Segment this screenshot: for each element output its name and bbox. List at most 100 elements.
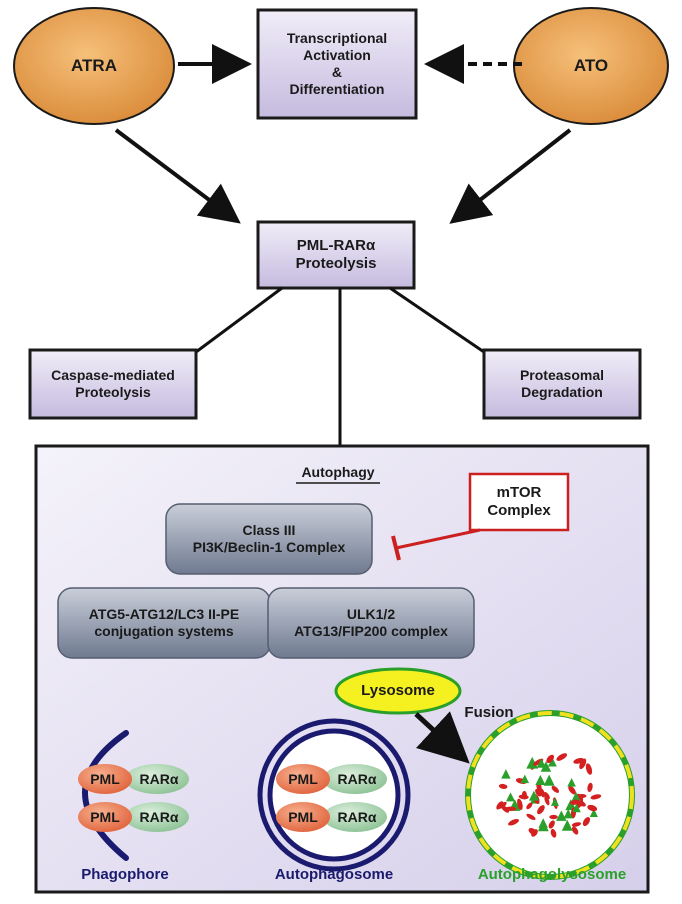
red-fragment	[587, 782, 593, 793]
transcription-label: Transcriptional Activation & Differentia…	[286, 30, 388, 97]
autophagosome-pml-shape-1	[276, 764, 330, 794]
autophagosome-rara-shape-1	[323, 764, 387, 794]
green-fragment	[501, 769, 511, 779]
connector-to-proteasomal	[389, 286, 485, 354]
green-fragment	[550, 797, 560, 806]
lysosome	[334, 667, 462, 715]
red-fragment	[573, 757, 585, 764]
proteasomal-box	[482, 348, 642, 420]
red-fragment	[549, 814, 558, 820]
mtor-box	[468, 472, 570, 532]
phagophore-rara-shape-2	[125, 802, 189, 832]
autophagy-title: Autophagy	[301, 463, 375, 480]
red-fragment	[531, 829, 538, 837]
red-fragment	[537, 805, 545, 815]
green-fragment	[537, 820, 549, 832]
green-fragment	[528, 790, 539, 801]
red-fragment	[551, 785, 560, 793]
ulk-complex-box	[267, 587, 475, 659]
atra-label: ATRA	[71, 55, 117, 75]
red-fragment	[496, 801, 504, 810]
red-fragment	[517, 798, 523, 810]
red-fragment	[571, 822, 582, 827]
autophagolysosome-yellow-band	[466, 711, 634, 879]
red-fragment	[582, 817, 591, 827]
red-fragment	[579, 758, 587, 770]
caspase-label: Caspase-mediated Proteolysis	[51, 367, 175, 400]
red-fragment	[585, 763, 593, 775]
phagophore-label: Phagophore	[81, 866, 169, 883]
class3-label: Class III PI3K/Beclin-1 Complex	[192, 522, 346, 555]
proteasomal-label: Proteasomal Degradation	[519, 367, 605, 400]
phagophore-pml-2: PML	[90, 808, 120, 825]
green-fragment	[526, 756, 539, 769]
red-fragment	[526, 813, 536, 820]
red-fragment	[544, 795, 550, 806]
red-fragment	[526, 802, 533, 810]
class3-complex-box	[165, 503, 373, 575]
green-fragment	[567, 777, 576, 787]
green-fragment	[536, 758, 547, 768]
red-fragment	[498, 783, 508, 789]
green-fragment	[561, 819, 573, 831]
red-fragment	[548, 820, 555, 829]
red-fragment	[556, 753, 568, 761]
green-fragment	[571, 792, 581, 802]
fusion-arrow	[414, 711, 470, 764]
fusion-label: Fusion	[464, 704, 514, 721]
atg5-label: ATG5-ATG12/LC3 II-PE conjugation systems	[88, 606, 240, 639]
phagophore-rara-1: RARα	[139, 770, 179, 787]
red-fragment	[535, 788, 542, 797]
red-fragment	[568, 785, 576, 795]
autophagosome-inner-membrane	[267, 728, 401, 862]
red-fragment	[587, 804, 598, 812]
connector-to-caspase	[195, 286, 283, 354]
green-fragment	[565, 799, 577, 811]
pml-rara-proteolysis-box	[256, 220, 416, 290]
autophagosome-outer-membrane	[257, 718, 411, 872]
autophagolysosome-label: Autophagolysosome	[477, 866, 627, 883]
arrow-atra-to-proteolysis	[114, 128, 241, 224]
mtor-label: mTOR Complex	[487, 484, 551, 519]
ato-label: ATO	[573, 55, 609, 75]
green-fragment	[589, 808, 598, 817]
red-fragment	[590, 794, 602, 800]
red-fragment	[570, 799, 581, 805]
mtor-inhibition-line	[395, 528, 481, 550]
phagophore-rara-shape-1	[125, 764, 189, 794]
green-fragment	[543, 774, 555, 786]
autophagosome-label: Autophagosome	[274, 866, 394, 883]
red-fragment	[518, 794, 529, 800]
lysosome-label: Lysosome	[361, 682, 435, 699]
phagophore-pml-shape-2	[78, 802, 132, 832]
green-fragment	[535, 774, 546, 786]
red-fragment	[546, 754, 555, 764]
arrow-ato-to-proteolysis	[449, 128, 572, 224]
red-fragment	[571, 826, 579, 835]
green-fragment	[540, 761, 552, 772]
green-fragment	[506, 792, 516, 802]
autophagosome-pml-1: PML	[288, 770, 318, 787]
green-fragment	[520, 774, 530, 784]
caspase-box	[28, 348, 198, 420]
pml-rara-proteolysis-label: PML-RARα Proteolysis	[295, 237, 377, 272]
autophagosome-rara-shape-2	[323, 802, 387, 832]
atra-oval	[13, 7, 175, 125]
autophagosome-pml-2: PML	[288, 808, 318, 825]
phagophore-pml-shape-1	[78, 764, 132, 794]
autophagosome-rara-1: RARα	[337, 770, 377, 787]
green-fragment	[572, 803, 581, 813]
red-fragment	[504, 806, 517, 811]
phagophore-pml-1: PML	[90, 770, 120, 787]
transcription-box	[256, 8, 418, 120]
mtor-inhibition-bar	[391, 535, 401, 561]
green-fragment	[563, 809, 573, 819]
red-fragment	[550, 828, 557, 838]
autophagosome-pml-shape-2	[276, 802, 330, 832]
autophagosome-rara-2: RARα	[337, 808, 377, 825]
degraded-particles	[496, 753, 602, 838]
green-fragment	[547, 757, 557, 767]
phagophore-membrane	[82, 730, 129, 861]
red-fragment	[543, 791, 550, 800]
